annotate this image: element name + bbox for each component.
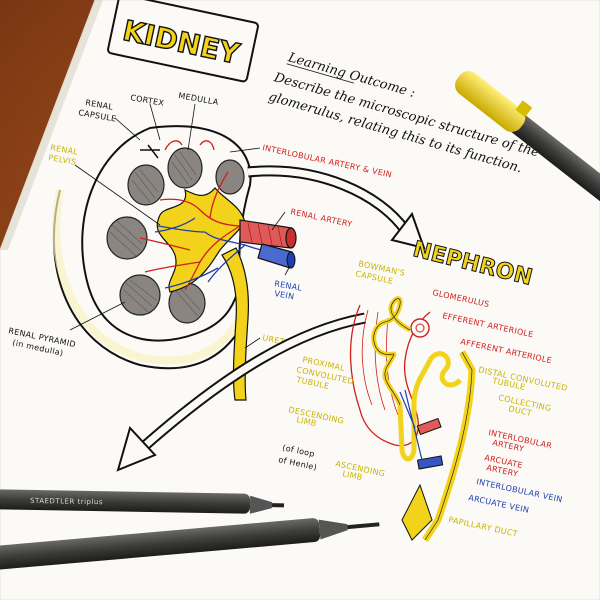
pen-brand-text: STAEDTLER triplus bbox=[30, 497, 103, 506]
pyramid-3 bbox=[106, 216, 148, 260]
pyramid-6 bbox=[215, 159, 245, 195]
nephron-diagram bbox=[349, 296, 476, 542]
label-renal-vein-2: VEIN bbox=[274, 289, 295, 301]
renal-pyramids bbox=[106, 147, 245, 324]
loop-of-henle bbox=[397, 358, 433, 462]
arcuate-vessels bbox=[416, 417, 444, 470]
curved-arrow-down bbox=[116, 312, 367, 472]
glomerulus bbox=[410, 318, 430, 338]
distal-tubule bbox=[427, 351, 462, 388]
paper-shadow bbox=[0, 0, 103, 250]
pyramid-1 bbox=[167, 147, 203, 189]
renal-artery-tube bbox=[239, 219, 297, 249]
pyramid-4 bbox=[119, 274, 161, 316]
peritubular-capillaries bbox=[349, 304, 431, 447]
black-pen-lower bbox=[0, 518, 380, 571]
papillary-duct bbox=[401, 483, 433, 541]
ureter bbox=[221, 247, 250, 401]
zoom-arrow-to-nephron bbox=[247, 165, 426, 250]
label-descending-2: LIMB bbox=[296, 415, 318, 428]
label-ascending-2: LIMB bbox=[342, 469, 364, 482]
pyramid-2 bbox=[127, 164, 165, 206]
renal-vein-tube bbox=[257, 243, 296, 269]
black-pen-upper: STAEDTLER triplus bbox=[0, 489, 285, 514]
yellow-pen bbox=[455, 71, 600, 205]
kidney-diagram bbox=[52, 125, 297, 401]
